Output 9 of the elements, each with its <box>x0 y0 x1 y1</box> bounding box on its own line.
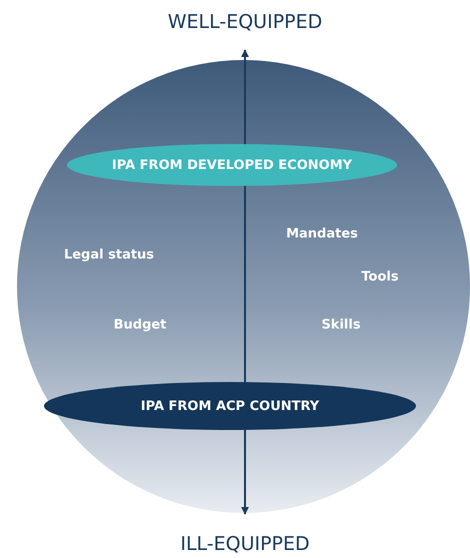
factor-label: Mandates <box>286 226 358 242</box>
axis-label: WELL-EQUIPPED <box>168 11 322 33</box>
category-ellipse: IPA FROM DEVELOPED ECONOMY <box>67 144 397 186</box>
axis-label: ILL-EQUIPPED <box>180 533 310 555</box>
factor-label: Skills <box>321 318 361 332</box>
factor-label: Budget <box>114 318 166 332</box>
category-ellipse: IPA FROM ACP COUNTRY <box>44 382 416 430</box>
factor-label: Tools <box>361 270 399 284</box>
factor-label: Legal status <box>64 248 154 262</box>
